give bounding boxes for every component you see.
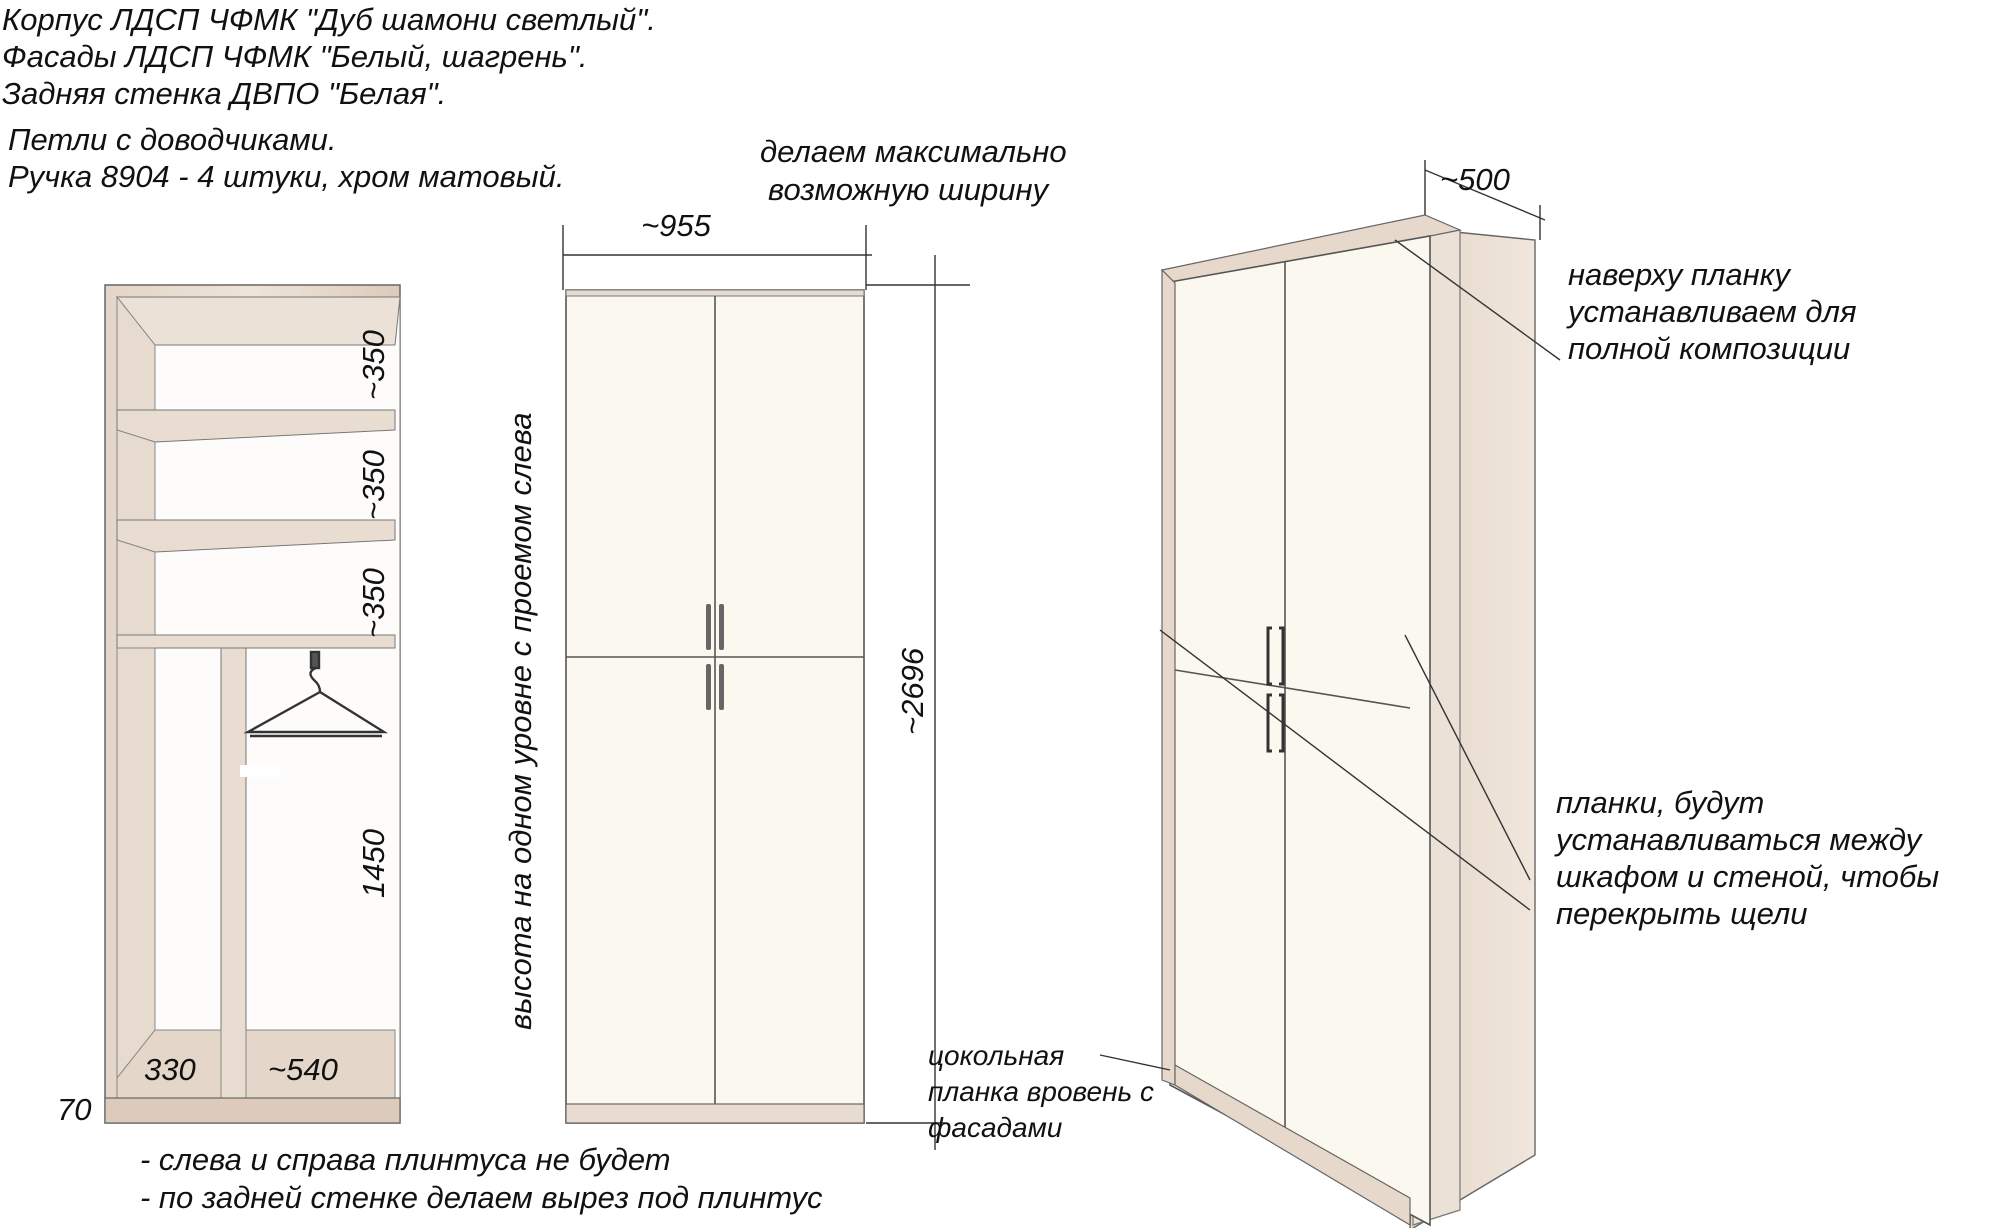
interior-view [104,284,401,1124]
side-strips-note-line4: перекрыть щели [1556,896,1808,931]
dim-height: ~2696 [895,647,930,735]
top-strip-note-line2: устанавливаем для [1566,294,1857,329]
dim-depth: ~500 [1440,162,1510,197]
width-note-line2: возможную ширину [768,172,1051,207]
plinth-note-line2: планка вровень с [928,1076,1154,1107]
dim-width: ~955 [641,208,712,243]
top-strip-note-line1: наверху планку [1568,257,1792,292]
side-strips-note-line1: планки, будут [1556,785,1764,820]
material-back: Задняя стенка ДВПО "Белая". [2,76,446,111]
top-strip-note-line3: полной композиции [1568,331,1850,366]
dim-shelf3: ~350 [356,568,391,638]
dim-right-section: ~540 [268,1052,338,1087]
height-note: высота на одном уровне с проемом слева [503,413,538,1030]
material-facades: Фасады ЛДСП ЧФМК "Белый, шагрень". [2,39,587,74]
side-strips-note-line2: устанавливаться между [1554,822,1924,857]
hinges-note: Петли с доводчиками. [8,122,336,157]
bottom-note-line1: - слева и справа плинтуса не будет [140,1142,671,1177]
hanger-icon [243,650,389,738]
dim-shelf2: ~350 [356,450,391,520]
front-view [562,225,970,1150]
handle-icon [706,604,724,710]
width-note-line1: делаем максимально [760,134,1067,169]
plinth-note-line3: фасадами [928,1112,1063,1143]
side-strips-note-line3: шкафом и стеной, чтобы [1556,859,1939,894]
dim-shelf1: ~350 [356,330,391,400]
bottom-note-line2: - по задней стенке делаем вырез под плин… [140,1180,823,1215]
plinth-note-line1: цокольная [928,1040,1064,1071]
dim-hanging: 1450 [356,829,391,898]
material-body: Корпус ЛДСП ЧФМК "Дуб шамони светлый". [2,2,656,37]
handles-note: Ручка 8904 - 4 штуки, хром матовый. [8,159,564,194]
dim-left-section: 330 [144,1052,196,1087]
dim-plinth: 70 [57,1092,91,1127]
perspective-view [1099,160,1561,1228]
